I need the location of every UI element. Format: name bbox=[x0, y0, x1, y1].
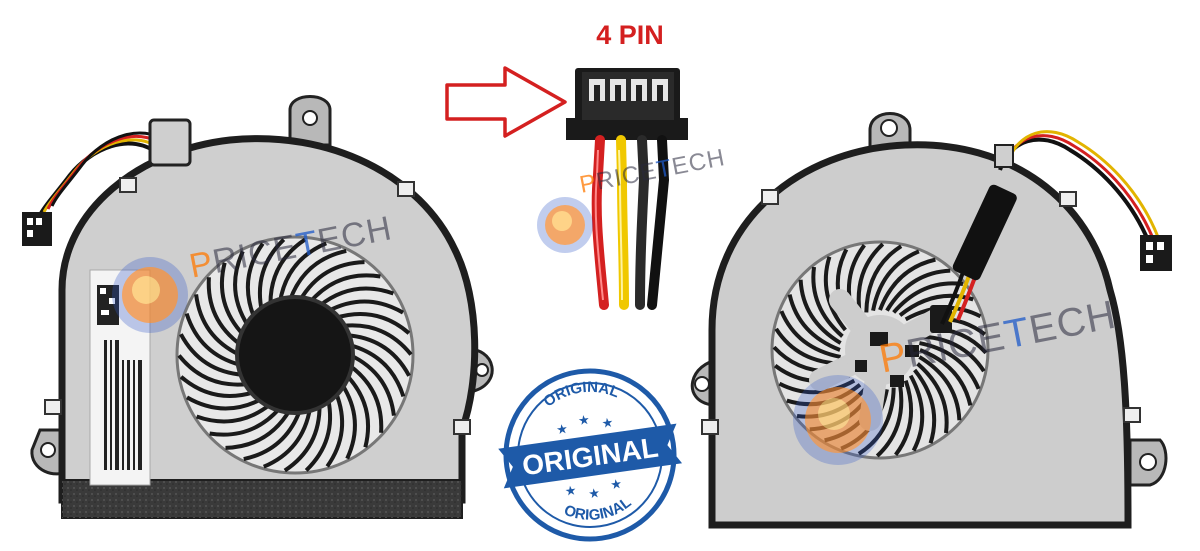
fan-blade bbox=[919, 348, 973, 406]
fan-blade bbox=[885, 268, 951, 312]
fan-blade bbox=[195, 402, 272, 424]
fan-blade bbox=[787, 294, 841, 352]
original-stamp-logo: ORIGINAL ORIGINAL ★ ★ ★ ★ ★ ★ ORIGINAL bbox=[498, 368, 683, 542]
svg-text:★: ★ bbox=[555, 421, 569, 437]
fan-blade bbox=[277, 241, 328, 303]
fan-blade bbox=[304, 398, 333, 472]
fan-blade bbox=[327, 299, 404, 315]
fan-blade bbox=[871, 249, 920, 311]
fan-blade bbox=[288, 248, 347, 301]
fan-blade bbox=[219, 262, 246, 337]
fan-blade bbox=[341, 323, 413, 356]
svg-text:★: ★ bbox=[564, 482, 578, 498]
fan-blade bbox=[184, 312, 242, 368]
fan-blade bbox=[245, 242, 265, 319]
watermark-logo-left bbox=[112, 257, 188, 333]
fan-blade bbox=[194, 294, 241, 357]
fan-blade bbox=[233, 250, 250, 328]
fan-blade bbox=[346, 333, 411, 377]
fan-blade bbox=[348, 342, 406, 398]
svg-text:★: ★ bbox=[601, 415, 615, 431]
fan-blade bbox=[308, 273, 381, 304]
svg-text:★: ★ bbox=[609, 476, 623, 492]
fan-blade bbox=[318, 286, 395, 308]
fan-blade bbox=[908, 374, 925, 452]
fan-blade bbox=[918, 355, 962, 421]
fan-front-view bbox=[22, 95, 494, 519]
fan-blade bbox=[325, 391, 345, 468]
fan-blade bbox=[778, 378, 856, 395]
fan-blade bbox=[209, 406, 282, 437]
fan-blade bbox=[916, 362, 949, 434]
fan-blade bbox=[268, 237, 307, 306]
fan-blade bbox=[349, 353, 396, 416]
watermark-logo-center bbox=[537, 197, 593, 253]
fan-blade bbox=[335, 312, 411, 335]
fan-blade bbox=[919, 341, 981, 390]
fan-blade bbox=[811, 266, 844, 338]
fan-blade bbox=[798, 279, 842, 345]
fan-blade bbox=[857, 387, 896, 456]
fan-blade bbox=[878, 257, 936, 311]
watermark-logo-right bbox=[793, 375, 883, 465]
fan-blade bbox=[177, 354, 249, 387]
fan-blade bbox=[298, 260, 365, 302]
fan-blade bbox=[262, 407, 313, 469]
svg-text:★: ★ bbox=[577, 412, 591, 428]
fan-blade bbox=[823, 256, 847, 332]
fan-blade bbox=[186, 395, 263, 411]
fan-blade bbox=[179, 375, 255, 398]
pin-count-label: 4 PIN bbox=[596, 20, 664, 50]
fan-blade bbox=[347, 363, 384, 433]
fan-blade bbox=[243, 409, 302, 462]
fan-blade bbox=[257, 238, 286, 312]
fan-blade bbox=[225, 408, 292, 450]
fan-blade bbox=[340, 382, 357, 460]
fan-blade bbox=[913, 368, 937, 444]
fan-blade bbox=[894, 379, 914, 457]
fan-blade bbox=[344, 373, 371, 448]
fan-blade bbox=[892, 281, 964, 314]
fan-blade bbox=[179, 333, 244, 377]
fan-blade bbox=[206, 277, 243, 347]
fan-blade bbox=[875, 384, 904, 458]
svg-text:★: ★ bbox=[587, 485, 601, 501]
fan-blade bbox=[864, 244, 903, 313]
arrow-icon bbox=[445, 66, 567, 138]
fan-blade bbox=[779, 310, 841, 359]
fan-connector-closeup bbox=[566, 68, 688, 310]
fan-blade bbox=[283, 404, 322, 473]
